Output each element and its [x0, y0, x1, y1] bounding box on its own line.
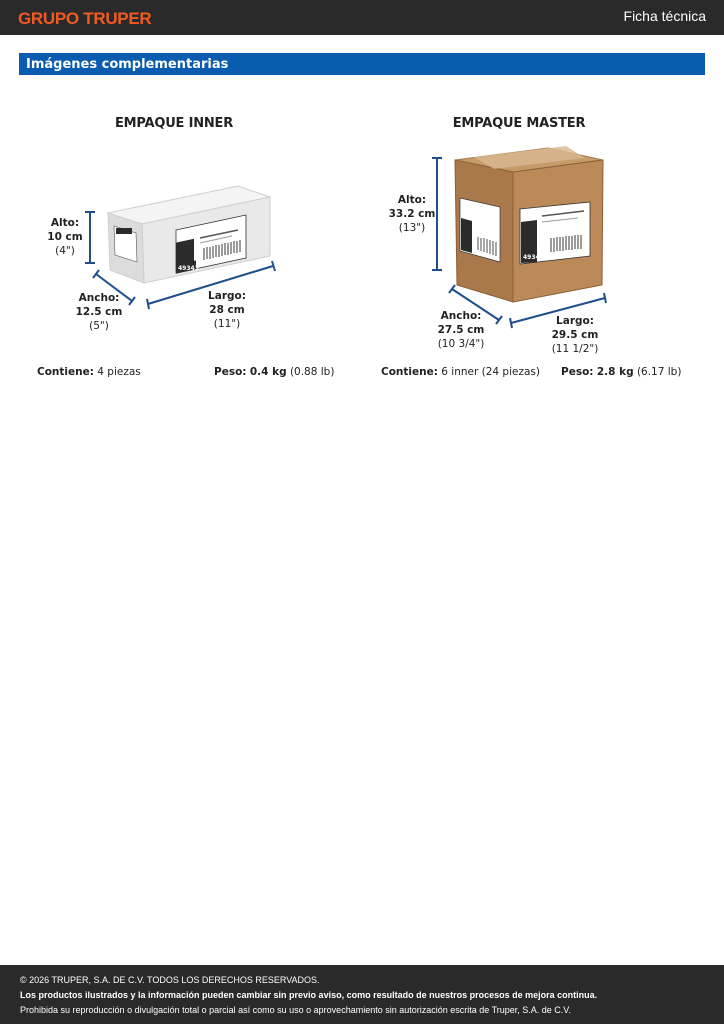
master-box-image: 49343: [454, 146, 604, 303]
section-header: Imágenes complementarias: [19, 53, 705, 75]
inner-box-image: 49343: [106, 185, 272, 284]
master-contents: Contiene: 6 inner (24 piezas): [381, 366, 540, 378]
truper-logo[interactable]: GRUPO TRUPER: [18, 9, 152, 28]
inner-box-code: 49343: [178, 265, 199, 272]
footer-prohibition: Prohibida su reproducción o divulgación …: [20, 1005, 571, 1015]
footer: © 2026 TRUPER, S.A. DE C.V. TODOS LOS DE…: [0, 965, 724, 1024]
master-largo-label: Largo: 29.5 cm (11 1/2"): [551, 315, 599, 355]
master-ancho-label: Ancho: 27.5 cm (10 3/4"): [437, 310, 485, 350]
inner-dimension-lines: [85, 211, 276, 310]
inner-ancho-label: Ancho: 12.5 cm (5"): [75, 292, 123, 332]
inner-weight: Peso: 0.4 kg (0.88 lb): [214, 366, 335, 378]
master-package-title: EMPAQUE MASTER: [452, 116, 586, 131]
document-type: Ficha técnica: [623, 8, 706, 24]
master-box-code: 49343: [523, 254, 544, 261]
inner-alto-label: Alto: 10 cm (4"): [47, 217, 83, 257]
footer-notice: Los productos ilustrados y la informació…: [20, 990, 598, 1000]
master-alto-label: Alto: 33.2 cm (13"): [388, 194, 436, 234]
footer-copyright: © 2026 TRUPER, S.A. DE C.V. TODOS LOS DE…: [20, 975, 320, 985]
section-title: Imágenes complementarias: [26, 57, 229, 72]
top-bar: GRUPO TRUPER Ficha técnica: [0, 0, 724, 35]
inner-largo-label: Largo: 28 cm (11"): [208, 290, 246, 330]
master-dimension-lines: [432, 157, 607, 329]
master-weight: Peso: 2.8 kg (6.17 lb): [561, 366, 682, 378]
inner-contents: Contiene: 4 piezas: [37, 366, 141, 378]
package-drawings: 49343: [85, 146, 607, 329]
inner-package-title: EMPAQUE INNER: [114, 116, 234, 131]
